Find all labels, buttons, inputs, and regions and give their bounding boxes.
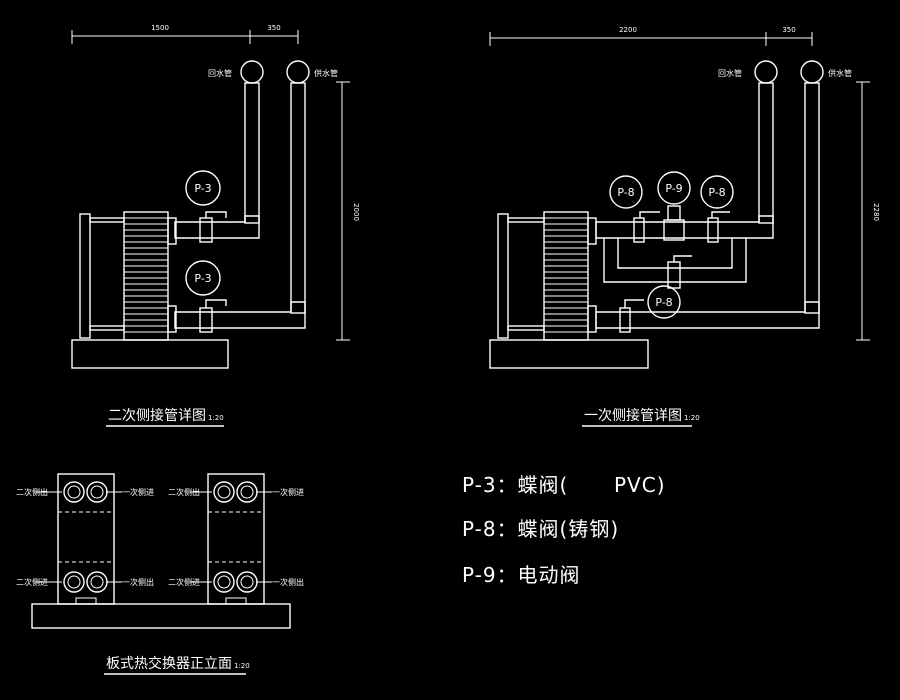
right-base-plinth <box>489 339 649 369</box>
left-return-label: 回水管 <box>208 68 232 78</box>
right-dim-height: 2280 <box>872 203 880 221</box>
left-upper-valve-handle <box>205 211 227 218</box>
left-supply-label: 供水管 <box>314 68 338 78</box>
right-valve-tag-4-bubble <box>647 285 681 319</box>
right-valve-tag-4: P-8 <box>655 296 672 309</box>
bypass-valve-flange <box>667 261 681 289</box>
left-valve-tag-top: P-3 <box>194 182 211 195</box>
right-upper-valve-handle-1 <box>639 211 660 218</box>
right-return-label: 回水管 <box>718 68 742 78</box>
left-lower-branch <box>174 301 306 329</box>
bypass-loop <box>603 238 747 283</box>
left-valve-tag-top-bubble <box>185 170 221 206</box>
left-dim-height: 2000 <box>352 203 360 221</box>
left-dim-width: 1500 <box>151 24 169 32</box>
legend-p3: P-3：蝶阀( <box>462 473 568 497</box>
right-valve-tag-1-bubble <box>609 175 643 209</box>
right-upper-flange-1 <box>633 217 645 243</box>
elevation-unit-1 <box>57 473 115 605</box>
secondary-side-detail: 1500 350 2000 回水管 供水管 <box>71 24 360 427</box>
valve-legend: P-3：蝶阀( PVC) P-8：蝶阀(铸钢) P-9：电动阀 <box>462 473 666 587</box>
right-top-dimension: 2200 350 <box>489 26 813 46</box>
legend-p8: P-8：蝶阀(铸钢) <box>462 517 619 541</box>
right-dim-width: 2200 <box>619 26 637 34</box>
right-upper-valve-handle-2 <box>711 211 730 218</box>
right-valve-tag-2-bubble <box>657 171 691 205</box>
left-base-plinth <box>71 339 229 369</box>
right-valve-tag-3: P-8 <box>708 186 725 199</box>
unit2-port-top-left: 二次侧出 <box>168 487 200 497</box>
motorized-valve-body <box>663 219 685 241</box>
bypass-valve-handle <box>673 255 692 262</box>
right-return-pipe-end <box>754 60 778 84</box>
unit1-port-bottom-right: 一次侧出 <box>122 577 154 587</box>
unit1-port-top-left: 二次侧出 <box>16 487 48 497</box>
unit1-port-top-right: 一次侧进 <box>122 487 154 497</box>
right-supply-label: 供水管 <box>828 68 852 78</box>
right-supply-riser <box>804 82 820 314</box>
unit1-port-bottom-left: 二次侧进 <box>16 577 48 587</box>
left-supply-riser <box>290 82 306 314</box>
left-upper-branch <box>174 215 260 239</box>
unit2-port-top-right: 一次侧进 <box>272 487 304 497</box>
elevation-unit-2 <box>207 473 265 605</box>
left-lower-valve-handle <box>205 299 227 308</box>
front-elevation: 二次侧出 一次侧进 二次侧进 一次侧出 二次侧出 一次侧进 二次侧进 一次侧出 … <box>16 473 304 675</box>
right-supply-pipe-end <box>800 60 824 84</box>
motorized-valve-actuator <box>667 205 681 221</box>
left-height-dimension: 2000 <box>336 81 360 341</box>
right-lower-valve-handle <box>624 299 644 308</box>
right-dim-gap: 350 <box>782 26 795 34</box>
right-heat-exchanger <box>497 211 597 341</box>
right-height-dimension: 2280 <box>856 81 880 341</box>
legend-p3-material: PVC) <box>614 473 666 497</box>
legend-p9: P-9：电动阀 <box>462 563 581 587</box>
primary-side-detail: 2200 350 2280 回水管 供水管 <box>489 26 880 427</box>
right-valve-tag-2: P-9 <box>665 182 682 195</box>
right-valve-tag-1: P-8 <box>617 186 634 199</box>
left-dim-gap: 350 <box>267 24 280 32</box>
left-valve-tag-bottom-bubble <box>185 260 221 296</box>
left-return-riser <box>244 82 260 224</box>
right-valve-tag-3-bubble <box>700 175 734 209</box>
left-top-dimension: 1500 350 <box>71 24 299 44</box>
return-pipe-end <box>240 60 264 84</box>
elevation-base <box>31 603 291 629</box>
unit2-port-bottom-right: 一次侧出 <box>272 577 304 587</box>
right-return-riser <box>758 82 774 224</box>
supply-pipe-end <box>286 60 310 84</box>
left-valve-tag-bottom: P-3 <box>194 272 211 285</box>
unit2-port-bottom-left: 二次侧进 <box>168 577 200 587</box>
right-upper-flange-2 <box>707 217 719 243</box>
left-heat-exchanger <box>79 211 177 341</box>
